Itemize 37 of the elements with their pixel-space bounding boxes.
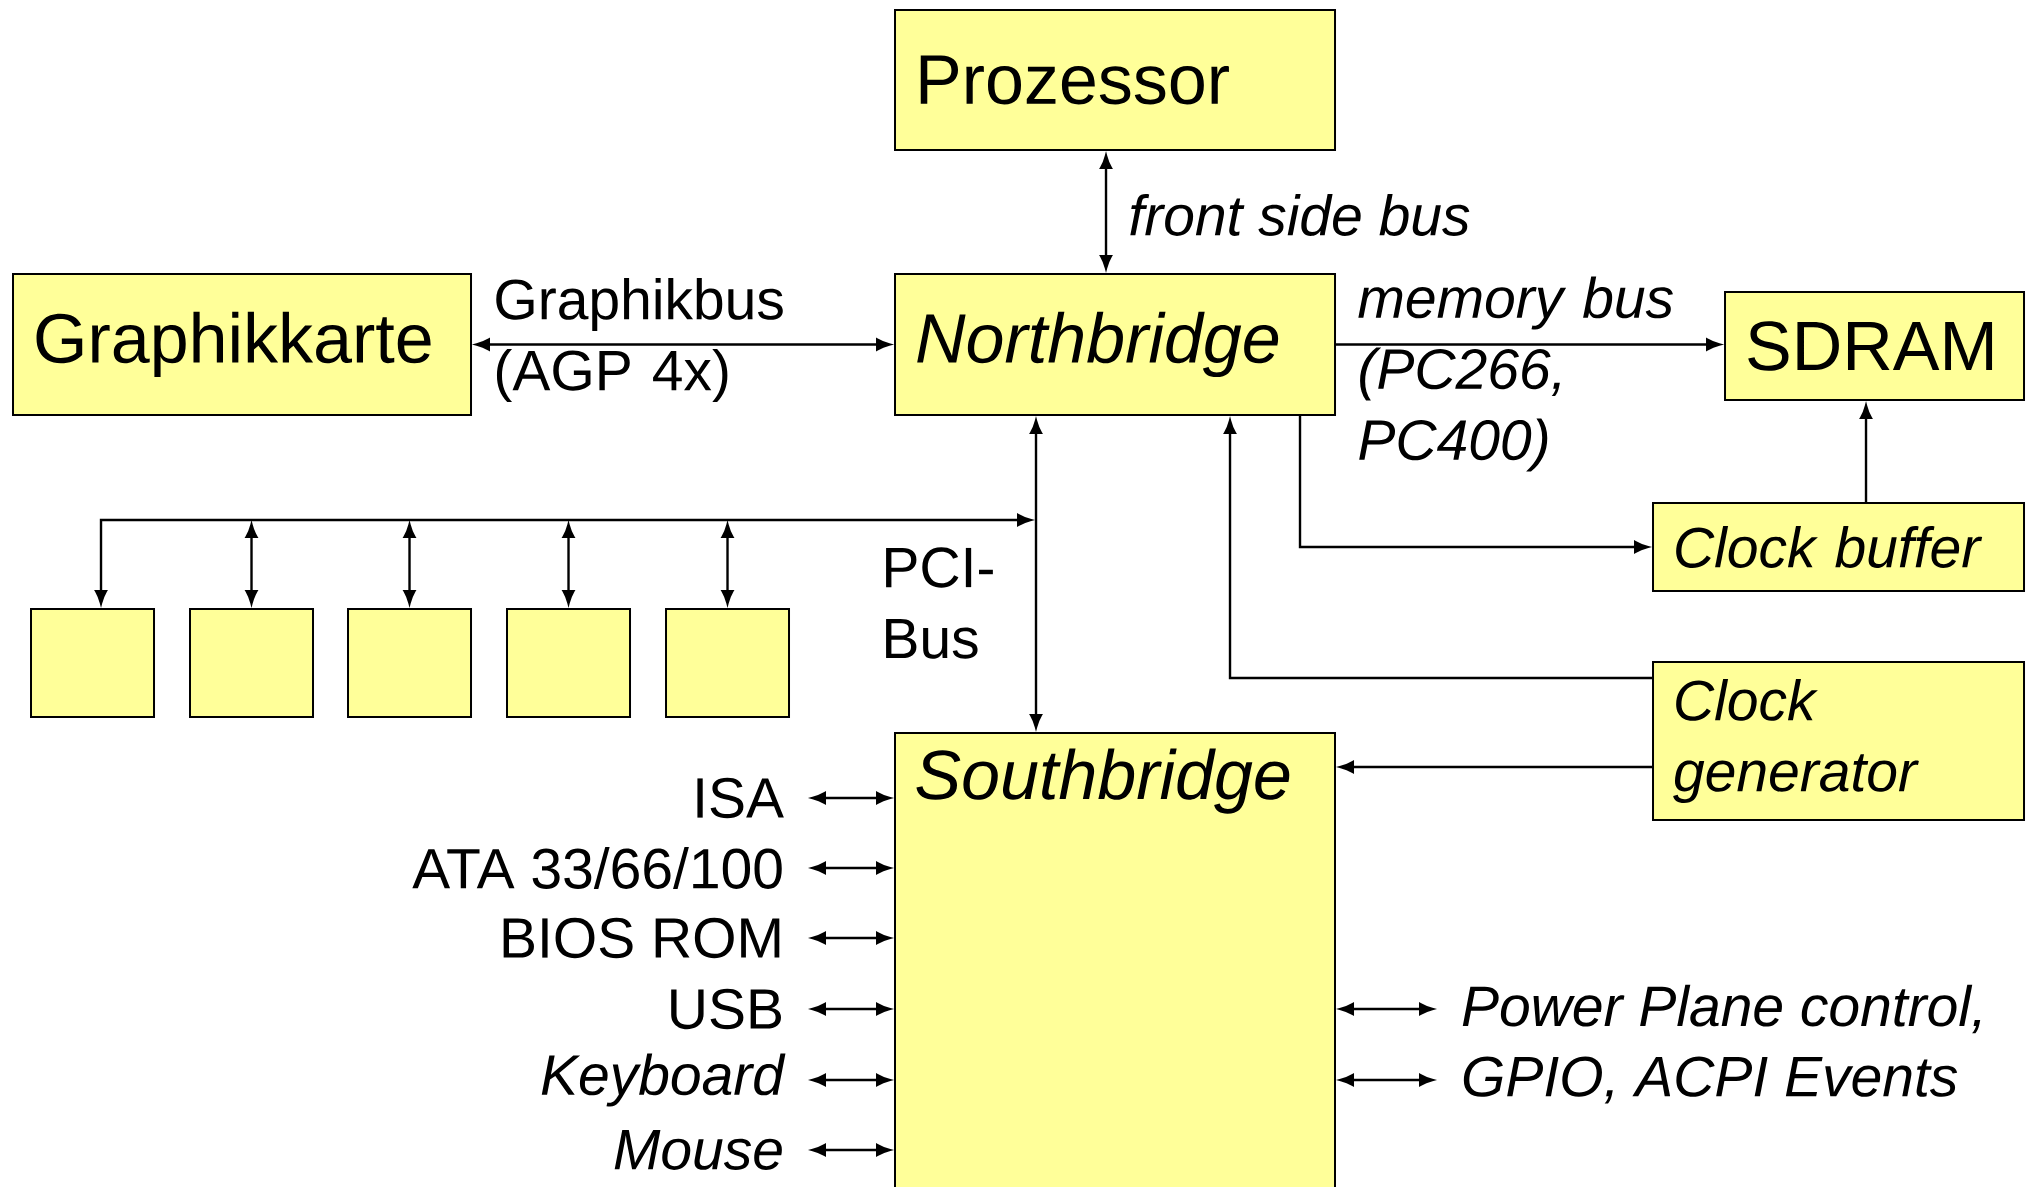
- arrow: [811, 1143, 891, 1157]
- arrow: [1099, 154, 1113, 270]
- arrow: [811, 1073, 891, 1087]
- edge-label: PCI-Bus: [886, 547, 993, 659]
- arrow: [1339, 1073, 1434, 1087]
- arrow: [811, 931, 891, 945]
- port-label: ISA: [697, 777, 784, 819]
- port-label: Mouse: [614, 1130, 782, 1170]
- component-box: [189, 608, 314, 718]
- arrow: [94, 513, 1032, 605]
- arrow: [1339, 1002, 1434, 1016]
- arrow: [811, 861, 891, 875]
- arrow: [1223, 419, 1652, 680]
- port-label: BIOS ROM: [503, 917, 780, 959]
- component-box: [347, 608, 472, 718]
- component-box: Southbridge: [894, 732, 1336, 1187]
- component-box: [665, 608, 790, 718]
- component-box: Northbridge: [894, 273, 1336, 416]
- port-label: GPIO, ACPI Events: [1463, 1056, 1958, 1104]
- arrow: [1339, 760, 1652, 774]
- edge-label: front side bus: [1130, 194, 1470, 236]
- arrow: [811, 791, 891, 805]
- port-label: ATA 33/66/100: [412, 847, 782, 889]
- port-label: Power Plane control,: [1462, 984, 1981, 1034]
- arrow: [1859, 404, 1873, 502]
- component-box: Prozessor: [894, 9, 1336, 151]
- component-box: SDRAM: [1724, 291, 2025, 401]
- component-box: [30, 608, 155, 718]
- arrow: [811, 1002, 891, 1016]
- port-label: USB: [671, 988, 781, 1030]
- arrow: [1298, 416, 1649, 554]
- component-box: Clock buffer: [1652, 502, 2025, 592]
- component-box: Clock generator: [1652, 661, 2025, 821]
- arrow: [1029, 419, 1043, 729]
- component-box: Graphikkarte: [12, 273, 472, 416]
- port-label: Keyboard: [541, 1053, 786, 1107]
- component-box: [506, 608, 631, 718]
